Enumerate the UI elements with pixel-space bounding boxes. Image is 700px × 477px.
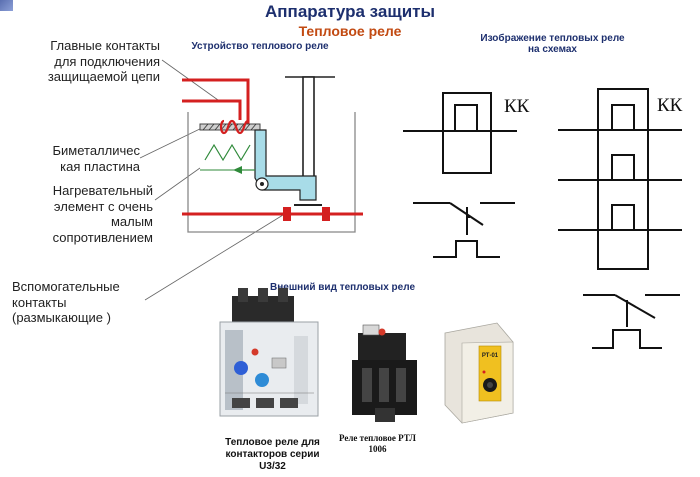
- slide-corner-mark: [0, 0, 13, 11]
- label-heater: Нагревательный элемент с очень малым соп…: [10, 183, 153, 245]
- leader-heater: [154, 167, 201, 201]
- caption-relay-u3-line3: U3/32: [259, 461, 286, 472]
- aux-contact-symbol-left: [413, 202, 515, 258]
- caption-relay-rtl-line2: 1006: [368, 444, 387, 454]
- caption-relay-u3-line2: контакторов серии: [225, 449, 320, 460]
- label-main-contacts-line1: Главные контакты: [50, 38, 160, 53]
- label-heater-line2: элемент с очень: [53, 198, 153, 214]
- relay-housing: [187, 112, 356, 233]
- label-heater-line1: Нагревательный: [52, 183, 153, 198]
- label-bimetal: Биметалличес кая пластина: [10, 143, 140, 174]
- bimetal-plate: [199, 119, 261, 135]
- relay3-label: РТ-01: [481, 353, 499, 359]
- label-bimetal-line1: Биметалличес: [52, 143, 140, 158]
- caption-relay-u3-line1: Тепловое реле для: [225, 437, 320, 448]
- thermal-relay-symbol-right: [558, 88, 682, 270]
- aux-contacts-circuit: [182, 204, 363, 221]
- symbols-heading-line2: на схемах: [528, 44, 577, 55]
- caption-relay-u3: Тепловое реле для контакторов серии U3/3…: [210, 437, 335, 473]
- heater-element: [200, 143, 251, 171]
- label-main-contacts-line3: защищаемой цепи: [47, 69, 160, 84]
- symbol-left-label: КК: [504, 96, 530, 117]
- caption-relay-rtl: Реле тепловое РТЛ 1006: [335, 433, 420, 455]
- leader-bimetal: [139, 124, 209, 159]
- appearance-heading: Внешний вид тепловых реле: [270, 282, 415, 293]
- trip-lever: [233, 129, 317, 201]
- label-main-contacts-line2: для подключения: [54, 53, 160, 69]
- leader-aux-contacts: [144, 214, 284, 301]
- aux-contact-symbol-right: [583, 294, 680, 349]
- label-heater-line3: малым: [110, 214, 153, 229]
- label-heater-line4: сопротивлением: [52, 229, 153, 245]
- symbol-right-label: КК: [657, 95, 683, 116]
- caption-relay-rtl-line1: Реле тепловое РТЛ: [338, 433, 416, 443]
- page-title: Аппаратура защиты: [265, 2, 435, 21]
- label-main-contacts: Главные контакты для подключения защищае…: [10, 38, 160, 85]
- device-heading: Устройство теплового реле: [191, 41, 329, 52]
- label-aux-contacts: Вспомогательные контакты (размыкающие ): [12, 279, 152, 326]
- reset-plunger: [285, 76, 335, 186]
- page-subtitle: Тепловое реле: [298, 23, 402, 39]
- label-aux-contacts-line3: (размыкающие ): [12, 310, 111, 325]
- symbols-heading-line1: Изображение тепловых реле: [480, 33, 625, 44]
- label-bimetal-line2: кая пластина: [60, 158, 140, 174]
- label-aux-contacts-line1: Вспомогательные: [12, 279, 120, 294]
- thermal-relay-symbol-left: [403, 92, 517, 174]
- relay-photo-u3: [219, 288, 319, 417]
- main-contacts-circuit: [182, 78, 250, 125]
- label-aux-contacts-line2: контакты: [12, 294, 67, 310]
- relay-photo-rtl: [352, 324, 417, 422]
- relay-photo-rt01: [444, 322, 514, 424]
